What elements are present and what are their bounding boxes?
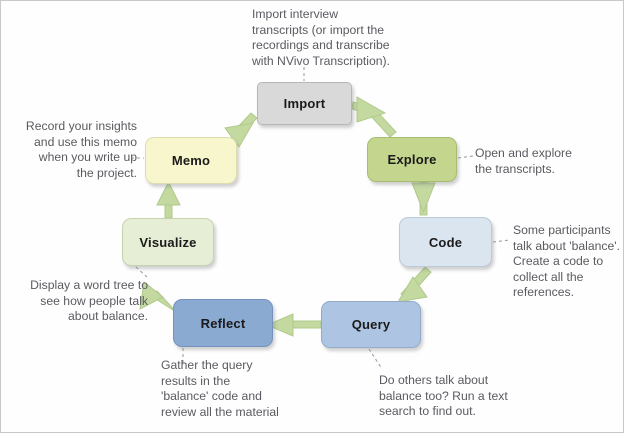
- arrow-import-to-explore: [351, 96, 397, 138]
- note-code: Some participants talk about 'balance'. …: [513, 223, 620, 299]
- node-explore[interactable]: Explore: [367, 137, 457, 182]
- note-reflect: Gather the query results in the 'balance…: [161, 358, 279, 419]
- node-visualize-label: Visualize: [139, 234, 197, 250]
- node-reflect[interactable]: Reflect: [173, 299, 273, 347]
- leader-line-query: [368, 348, 383, 370]
- arrow-code-to-query: [397, 266, 432, 303]
- node-import[interactable]: Import: [257, 82, 352, 125]
- node-visualize[interactable]: Visualize: [122, 218, 214, 266]
- node-memo-label: Memo: [171, 153, 211, 168]
- arrow-explore-to-code: [411, 181, 436, 216]
- leader-line-code: [492, 239, 511, 243]
- node-query-label: Query: [351, 317, 391, 332]
- node-code[interactable]: Code: [399, 217, 492, 267]
- node-code-label: Code: [428, 234, 463, 250]
- note-explore: Open and explore the transcripts.: [475, 146, 572, 176]
- arrow-query-to-reflect: [265, 313, 322, 337]
- node-explore-label: Explore: [387, 152, 437, 167]
- node-memo[interactable]: Memo: [145, 137, 237, 184]
- note-visualize: Display a word tree to see how people ta…: [30, 278, 148, 323]
- arrow-visualize-to-memo: [156, 180, 181, 219]
- leader-line-visualize: [135, 266, 149, 279]
- note-memo: Record your insights and use this memo w…: [25, 119, 137, 180]
- node-import-label: Import: [283, 96, 326, 111]
- leader-line-explore: [457, 155, 474, 159]
- node-reflect-label: Reflect: [200, 315, 246, 331]
- node-query[interactable]: Query: [321, 301, 421, 348]
- note-import: Import interview transcripts (or import …: [252, 7, 390, 68]
- note-query: Do others talk about balance too? Run a …: [379, 373, 508, 418]
